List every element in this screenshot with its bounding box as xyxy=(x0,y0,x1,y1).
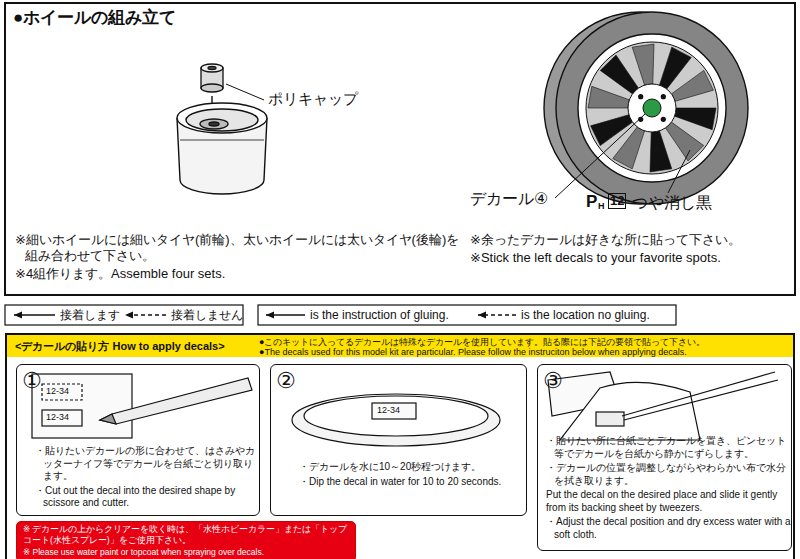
lug-hole xyxy=(661,94,666,99)
water-dish xyxy=(292,394,500,446)
step-box: ③ ・貼りたい所に台紙ごとデカールを置き、ピンセット等でデカールを台紙から静かにず… xyxy=(537,364,792,551)
spoke xyxy=(600,55,638,94)
node-text: ●ホイールの組み立て xyxy=(13,7,413,28)
leader-line xyxy=(555,114,645,198)
spoke xyxy=(650,131,672,172)
node-text: ・デカールを水に10～20秒程つけます。 xyxy=(299,461,527,474)
node-text: ・貼りたい所に台紙ごとデカールを置き、ピンセット等でデカールを台紙から静かにずら… xyxy=(546,435,794,460)
wheel-cup xyxy=(177,103,267,194)
tweezers-scene xyxy=(548,372,778,440)
decal-sample: 12-34 xyxy=(46,386,69,397)
node-text: ※ Please use water paint or topcoat when… xyxy=(23,547,351,558)
leader-line xyxy=(226,84,264,100)
paint-color: つや消し黒 xyxy=(632,193,712,212)
spoke xyxy=(671,70,713,101)
decal-number: デカール④ xyxy=(470,189,548,208)
part-name: ポリキャップ xyxy=(268,90,358,108)
step-number: ③ xyxy=(543,367,573,395)
lug-hole xyxy=(638,94,643,99)
note: ※細いホイールには細いタイヤ(前輪)、太いホイールには太いタイヤ(後輪)を組み合… xyxy=(15,232,465,263)
node-text: ・Adjust the decal position and dry exces… xyxy=(546,516,794,541)
paint-number: 12 xyxy=(608,193,626,209)
wheel xyxy=(544,12,748,204)
lug-hole xyxy=(661,117,666,122)
note: ※Stick the left decals to your favorite … xyxy=(470,250,721,266)
legend-text: is the instruction of gluing. xyxy=(310,308,449,322)
legend-text: is the location no gluing. xyxy=(521,308,650,322)
note: ※余ったデカールは好きな所に貼って下さい。 xyxy=(470,232,741,248)
node-text: ●The decals used for this model kit are … xyxy=(259,347,789,358)
step-box: ② ・デカールを水に10～20秒程つけます。・Dip the decal in w… xyxy=(270,364,527,516)
legend-box xyxy=(258,305,676,325)
spoke xyxy=(588,86,629,108)
spoke xyxy=(632,44,654,85)
decal-4 xyxy=(643,99,661,117)
node-text: ・Dip the decal in water for 10 to 20 sec… xyxy=(299,476,527,489)
node-text: ●このキットに入ってるデカールは特殊なデカールを使用しています。貼る際には下記の… xyxy=(259,337,789,348)
decal-sample: 12-34 xyxy=(46,412,69,423)
node-text: ・貼りたいデカールの形に合わせて、はさみやカッターナイフ等でデカールを台紙ごと切… xyxy=(35,445,261,483)
cutter-knife xyxy=(100,378,252,424)
no-glue-arrow xyxy=(478,314,516,315)
spoke xyxy=(591,115,633,146)
decal-sheet xyxy=(32,374,132,438)
step-number: ② xyxy=(276,367,306,395)
leader-line xyxy=(668,150,690,193)
decal-panel: ①・貼りたいデカールの形に合わせて、はさみやカッターナイフ等でデカールを台紙ごと… xyxy=(5,333,795,559)
note: ※4組作ります。Assemble four sets. xyxy=(15,266,225,282)
no-glue-arrow xyxy=(125,314,166,315)
legend-text: 接着します xyxy=(60,308,120,322)
frame xyxy=(5,3,795,295)
paint-code: H xyxy=(598,201,605,212)
legend-text: 接着しません xyxy=(171,308,243,322)
node-text: ※ デカールの上からクリアーを吹く時は、「水性ホビーカラー」または「トップコート… xyxy=(23,524,351,545)
node-text: ・Cut out the decal into the desired shap… xyxy=(35,485,261,510)
paint-code: P xyxy=(586,192,597,212)
hub xyxy=(628,84,676,132)
warning-box: ※ デカールの上からクリアーを吹く時は、「水性ホビーカラー」または「トップコート… xyxy=(16,521,356,559)
glue-arrow xyxy=(266,314,305,315)
glue-arrow xyxy=(14,314,55,315)
decal-sample: 12-34 xyxy=(377,405,400,416)
node-text: <デカールの貼り方 How to apply decals> xyxy=(15,340,253,354)
node-text: ・デカールの位置を調整しながらやわらかい布で水分を拭き取ります。 xyxy=(546,462,794,487)
spoke xyxy=(675,108,716,130)
polycap xyxy=(201,64,223,92)
spoke xyxy=(665,122,703,161)
node-text: Put the decal on the desired place and s… xyxy=(546,489,786,514)
legend-box xyxy=(5,305,243,325)
